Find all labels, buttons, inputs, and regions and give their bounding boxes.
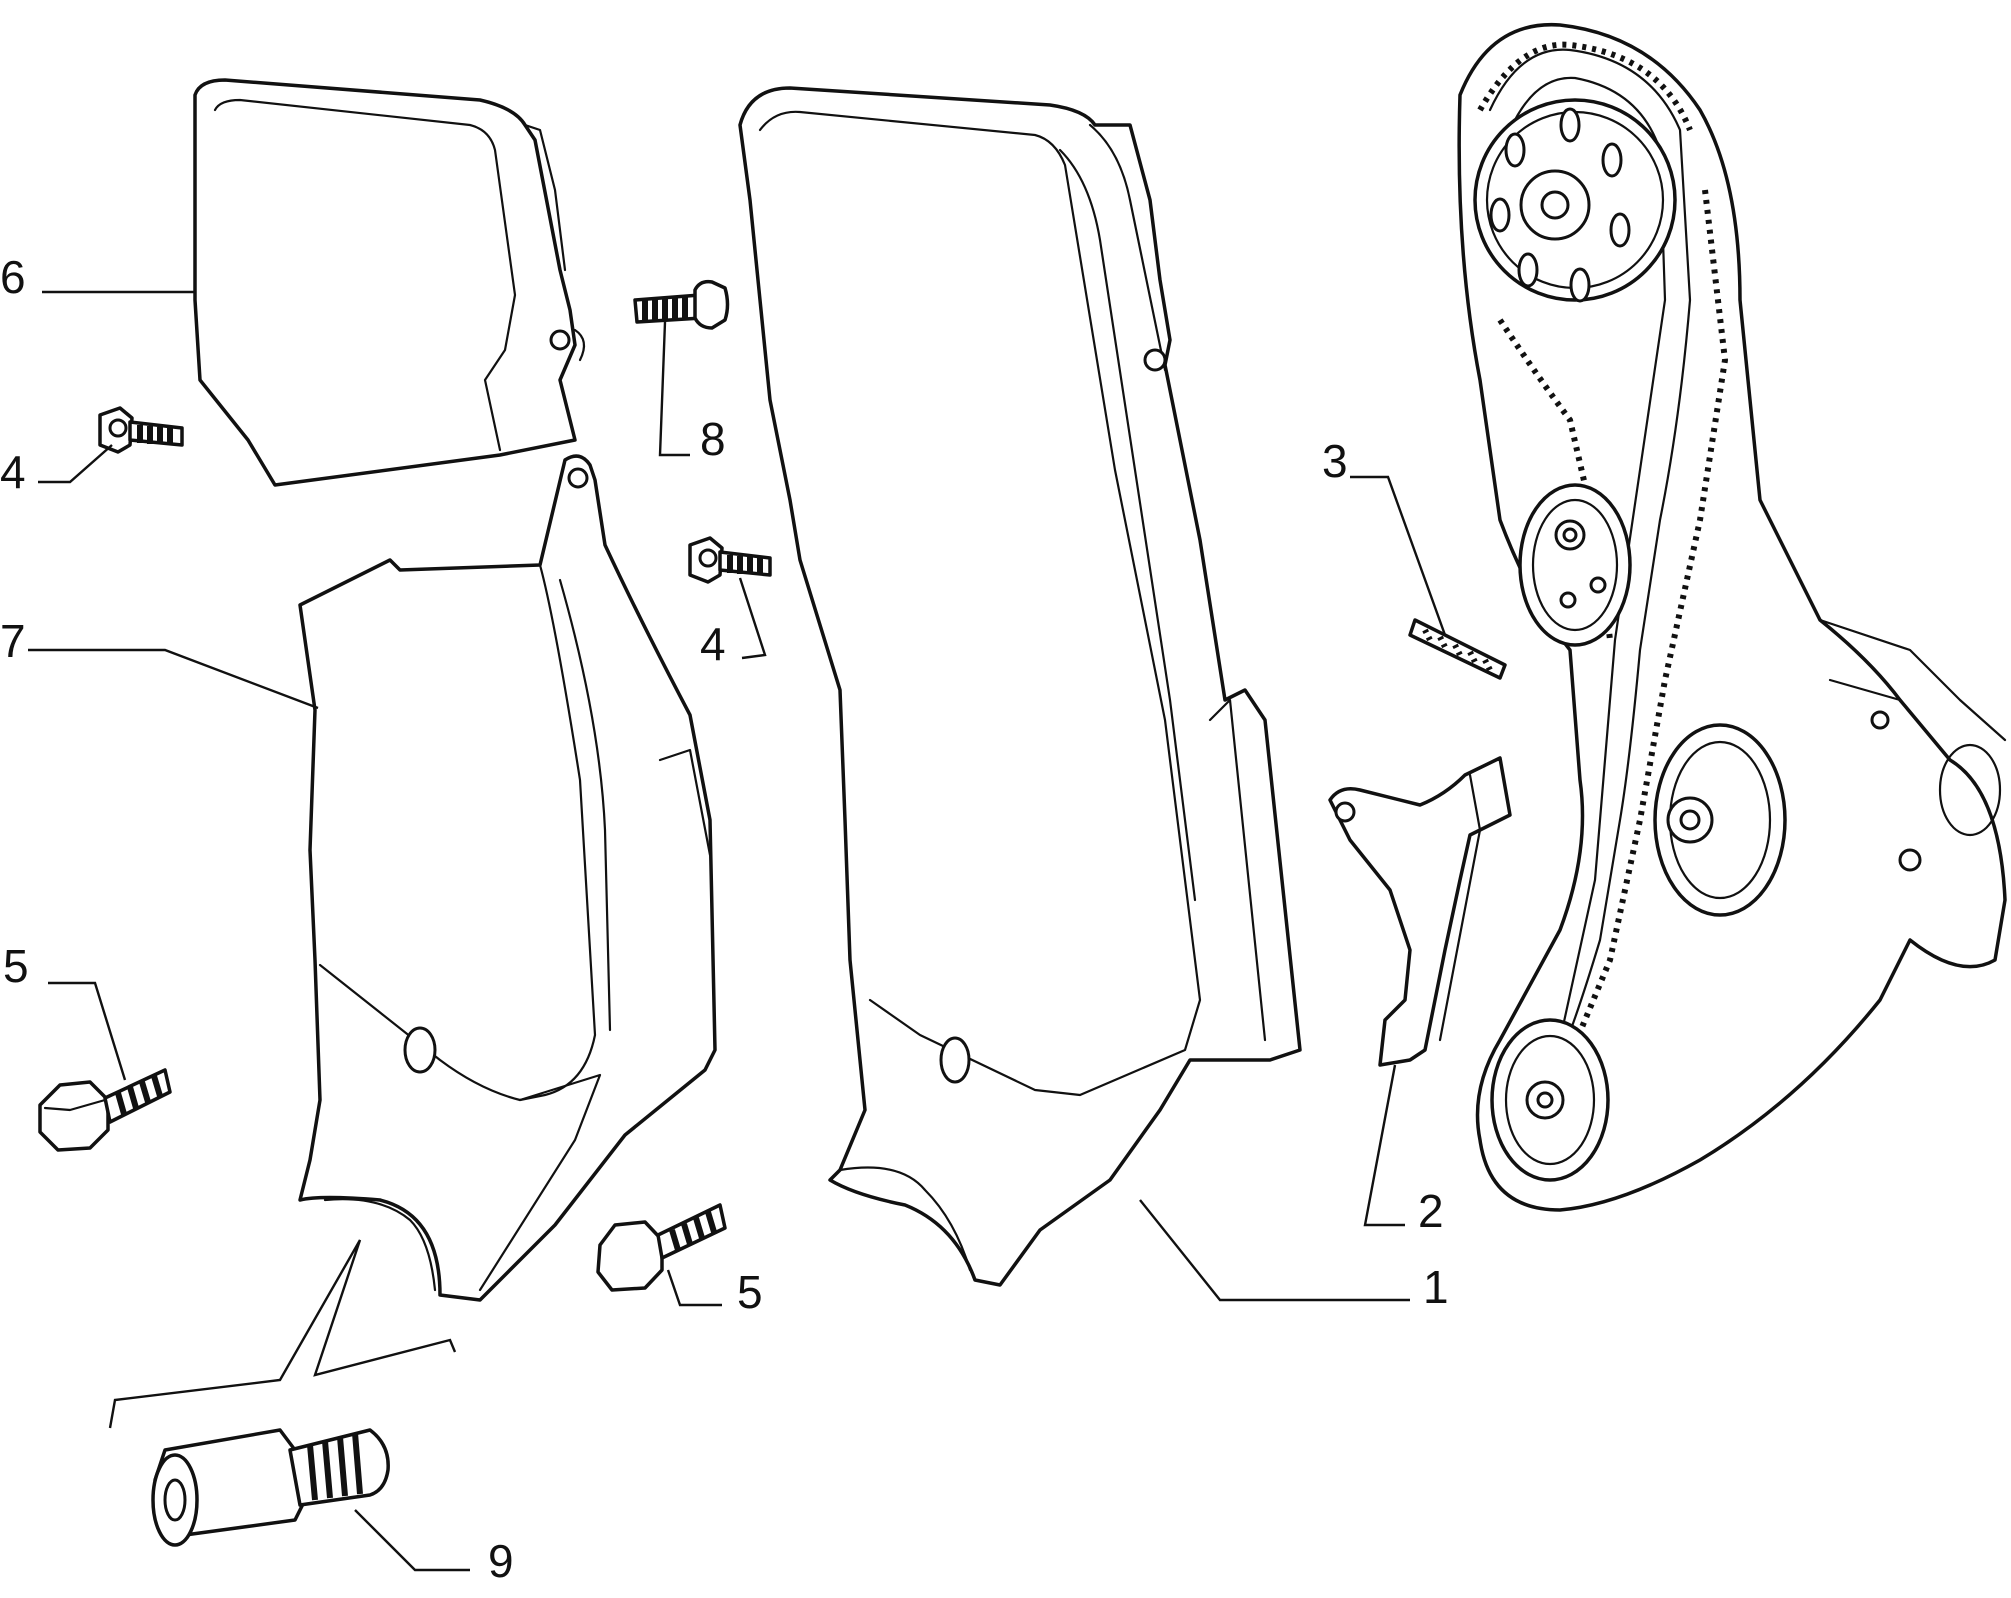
detail-break-line xyxy=(108,1239,457,1429)
stud-part-3 xyxy=(1408,618,1507,680)
bolt-part-5b xyxy=(596,1203,727,1292)
bracket-part-2 xyxy=(1328,756,1512,1067)
callout-7: 7 xyxy=(0,615,26,667)
callout-5-middle: 5 xyxy=(737,1266,763,1318)
screw-part-4b xyxy=(688,536,772,584)
main-cover-part-1 xyxy=(738,86,1302,1287)
callout-1: 1 xyxy=(1423,1261,1449,1313)
leader-5a xyxy=(48,981,127,1081)
callout-3: 3 xyxy=(1322,435,1348,487)
leader-8 xyxy=(658,321,690,457)
leader-3 xyxy=(1350,475,1447,636)
callout-5: 5 xyxy=(3,940,29,992)
leader-1 xyxy=(1139,1199,1410,1302)
leader-9 xyxy=(354,1509,470,1572)
leader-lines xyxy=(28,290,1447,1572)
leader-4b xyxy=(738,577,767,660)
callout-4-middle: 4 xyxy=(700,618,726,670)
lower-cover-part-7 xyxy=(298,454,717,1302)
callout-8: 8 xyxy=(700,413,726,465)
callout-4: 4 xyxy=(0,446,26,498)
leader-2 xyxy=(1363,1064,1405,1227)
callout-2: 2 xyxy=(1418,1185,1444,1237)
screw-part-4a xyxy=(98,406,184,454)
leader-7 xyxy=(28,648,319,710)
leader-4a xyxy=(38,444,113,484)
screw-part-8 xyxy=(633,279,730,330)
timing-belt-assembly xyxy=(1457,22,2007,1212)
callout-9: 9 xyxy=(488,1535,514,1587)
callout-6: 6 xyxy=(0,251,26,303)
upper-cover-part-6 xyxy=(193,78,586,487)
leader-5b xyxy=(666,1269,722,1307)
bolt-part-5a xyxy=(38,1068,172,1152)
stud-nut-part-9 xyxy=(151,1428,390,1547)
